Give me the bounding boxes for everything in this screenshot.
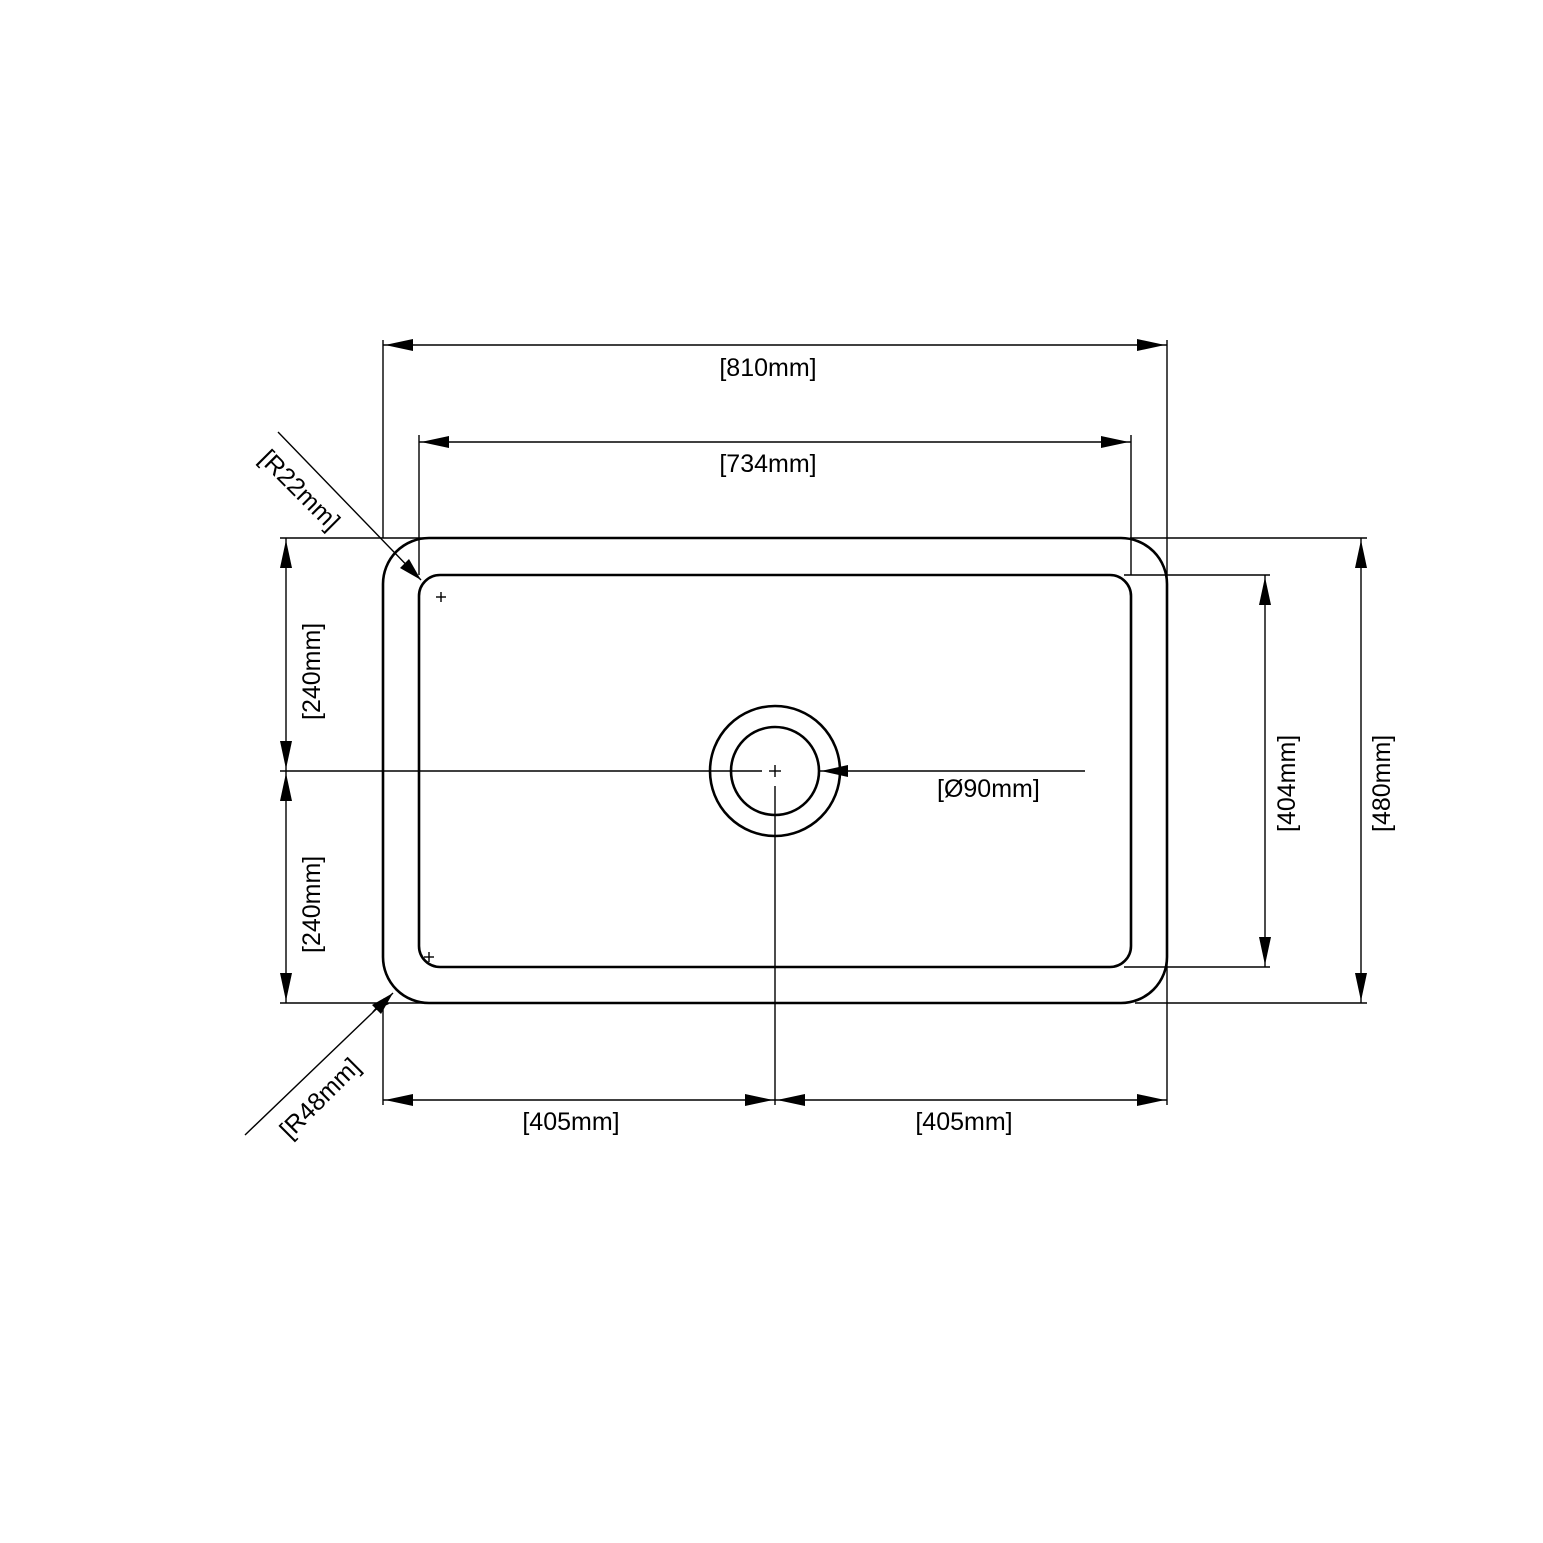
label-overall-depth: [480mm] xyxy=(1368,735,1396,832)
dimension-inner-depth xyxy=(1259,575,1271,967)
drain-center-mark-icon xyxy=(769,765,781,777)
dimension-outer-radius-leader xyxy=(244,992,394,1136)
label-drain-diameter: [Ø90mm] xyxy=(937,775,1040,803)
label-inner-depth: [404mm] xyxy=(1273,735,1301,832)
dimension-overall-width xyxy=(383,339,1167,351)
label-half-height-bottom: [240mm] xyxy=(298,856,326,953)
dimension-drain-diameter xyxy=(820,765,1085,777)
label-half-height-top: [240mm] xyxy=(298,623,326,720)
label-overall-width: [810mm] xyxy=(719,354,816,382)
label-inner-radius: [R22mm] xyxy=(254,444,346,536)
dimension-half-width xyxy=(383,1094,1167,1106)
outer-corner-center-mark-icon xyxy=(424,952,434,962)
label-outer-radius: [R48mm] xyxy=(274,1053,366,1145)
label-half-width-right: [405mm] xyxy=(915,1108,1012,1136)
label-half-width-left: [405mm] xyxy=(522,1108,619,1136)
label-inner-width: [734mm] xyxy=(719,450,816,478)
inner-corner-center-mark-icon xyxy=(436,592,446,602)
dimension-inner-width xyxy=(419,436,1131,448)
dimension-overall-depth xyxy=(1355,538,1367,1003)
dimension-inner-radius-leader xyxy=(277,431,422,581)
dimension-half-height xyxy=(280,538,292,1003)
